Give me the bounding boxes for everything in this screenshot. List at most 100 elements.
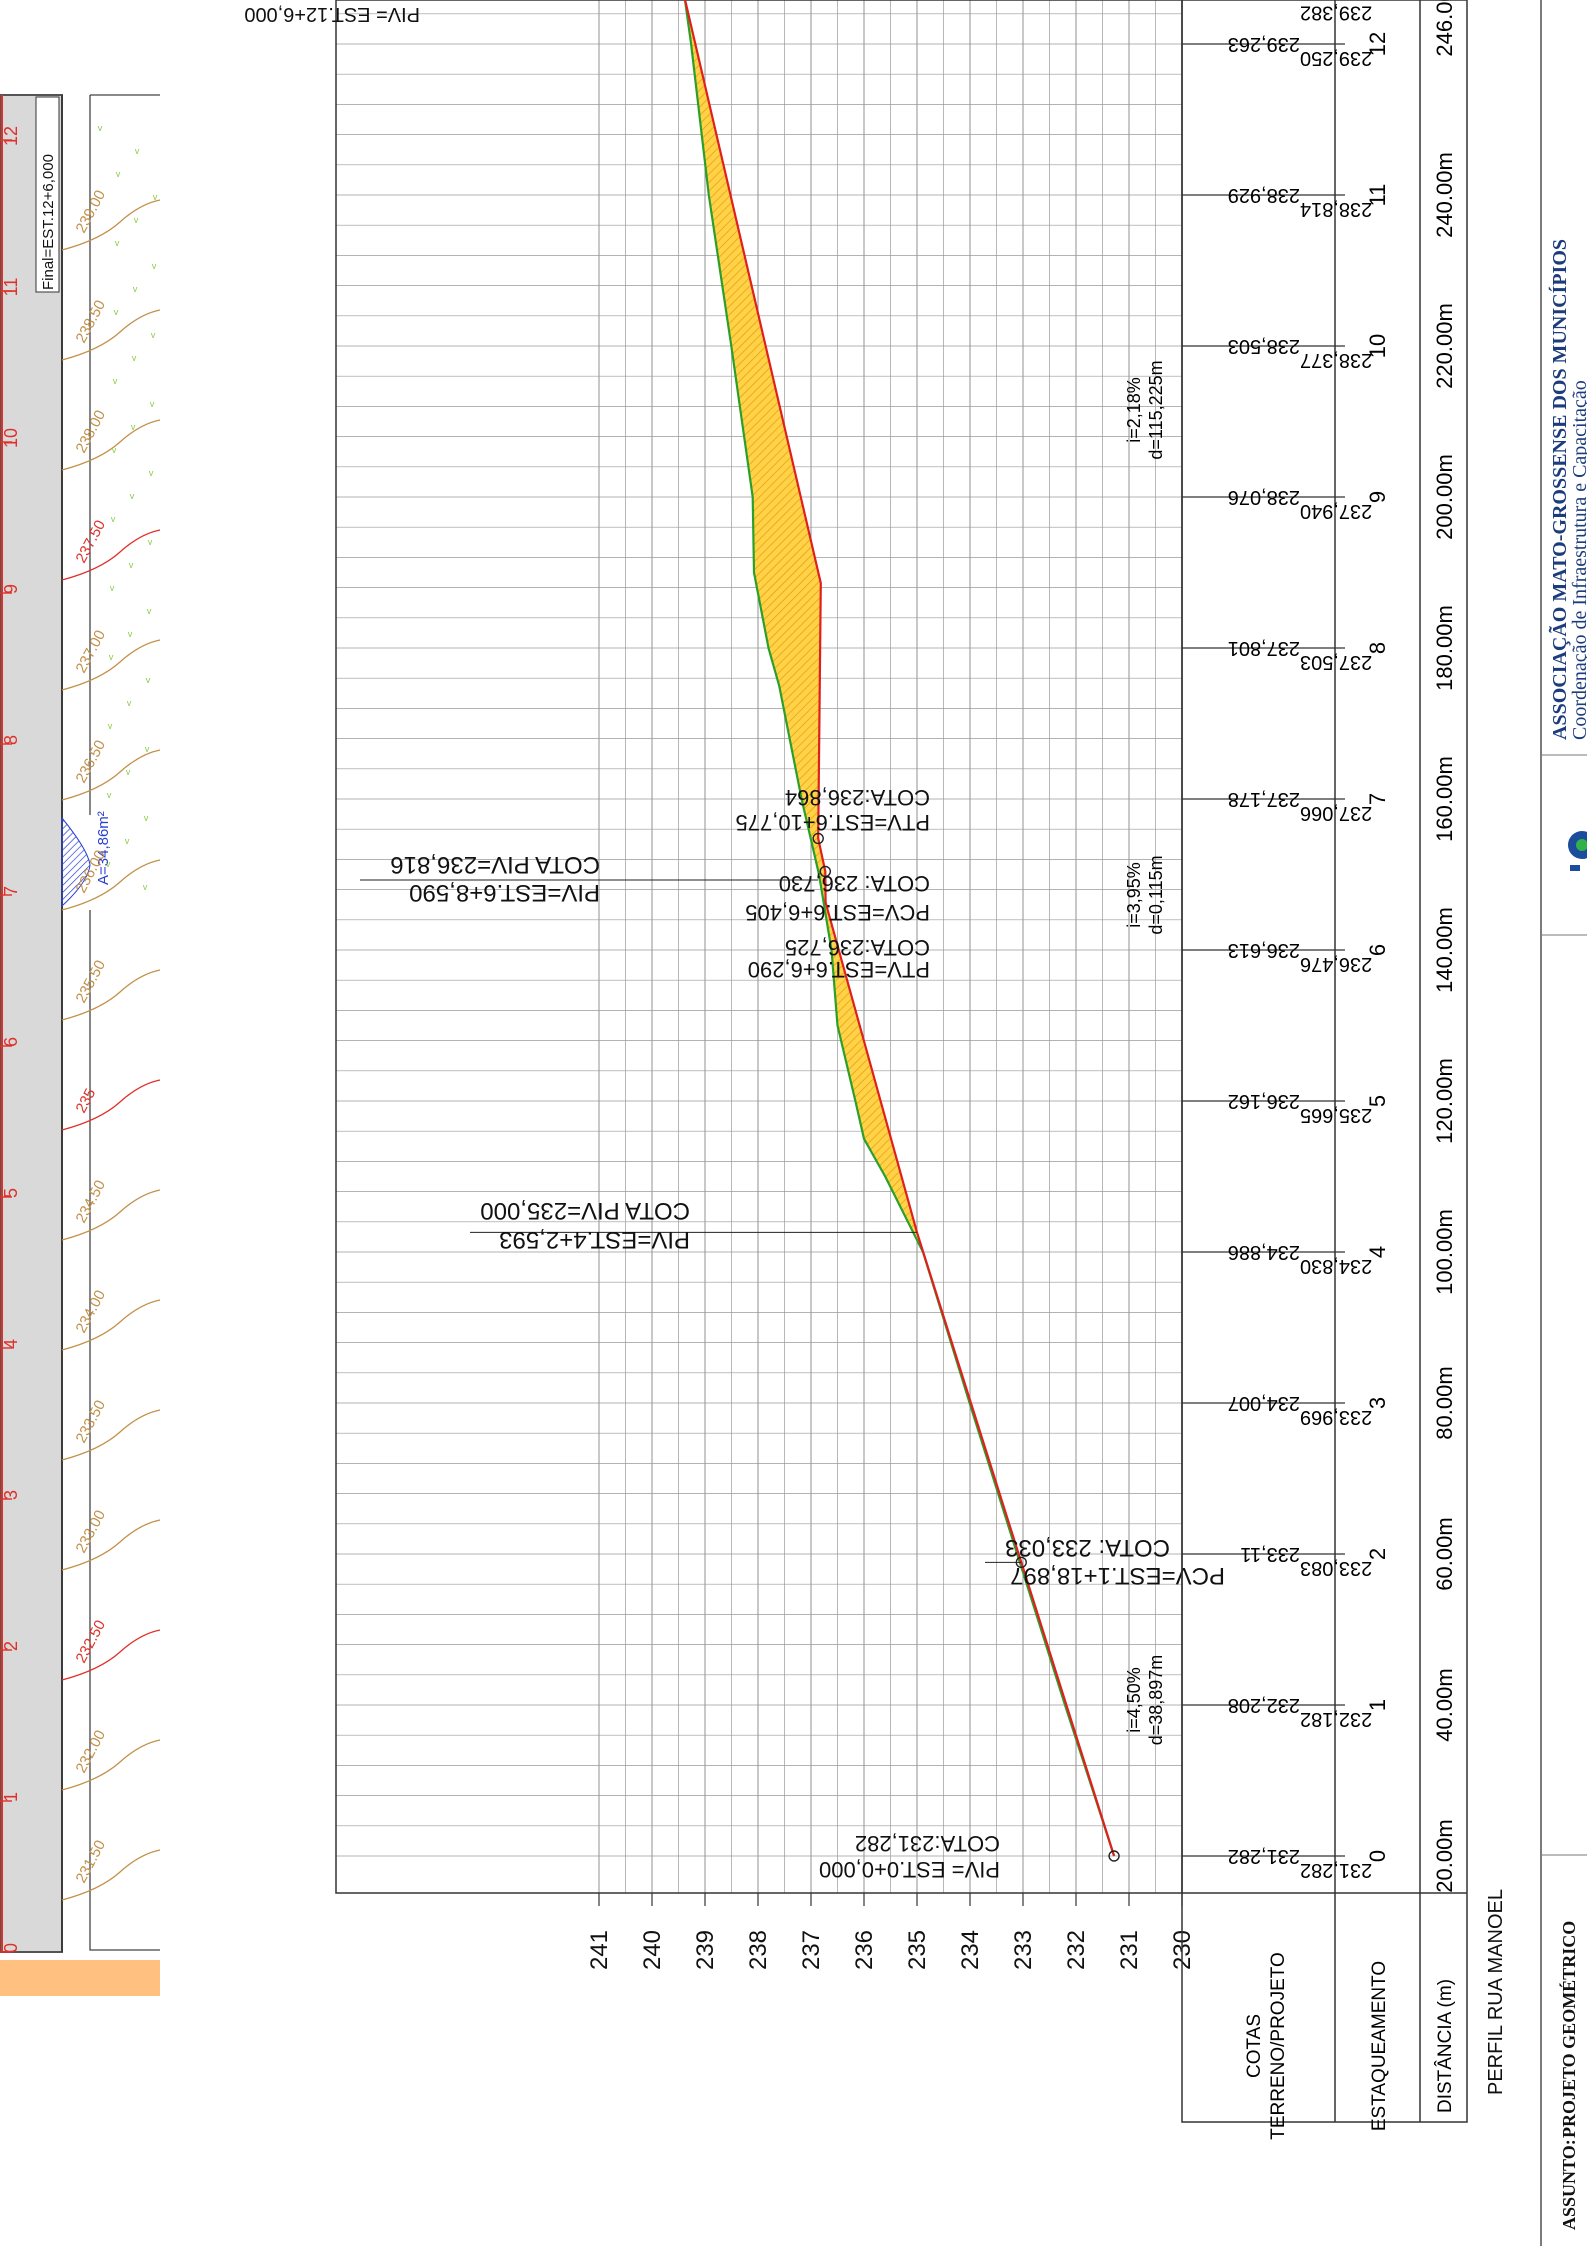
plan-station-label: 6	[1, 1037, 21, 1047]
contour-label: 239.00	[73, 187, 110, 236]
grass-mark: ᵥ	[114, 233, 120, 248]
contour-label: 236.50	[73, 737, 110, 786]
station-projeto: 237,940	[1300, 500, 1372, 522]
label-cota0: COTA:231,282	[855, 1831, 1000, 1856]
grass-mark: ᵥ	[146, 601, 152, 616]
elev-tick-label: 233	[1010, 1930, 1037, 1970]
grass-mark: ᵥ	[151, 256, 157, 271]
label-cota1: COTA: 233,033	[1005, 1534, 1170, 1561]
grass-mark: ᵥ	[128, 555, 134, 570]
plan-station-label: 0	[1, 1943, 21, 1953]
contour-label: 233.50	[73, 1397, 110, 1446]
distance-label: 240.00m	[1432, 152, 1457, 238]
elev-tick-label: 231	[1116, 1930, 1143, 1970]
grass-mark: ᵥ	[145, 670, 151, 685]
station-terreno: 238,503	[1228, 335, 1300, 357]
grass-mark: ᵥ	[130, 417, 136, 432]
contour-line	[61, 969, 161, 1021]
distance-label: 20.00m	[1432, 1819, 1457, 1892]
plan-view: A=34,86m² Final=EST.12+6,000 01234567891…	[0, 94, 161, 1996]
station-est: 11	[1365, 184, 1390, 207]
label-cota6c: COTA:236,864	[785, 785, 930, 810]
grass-mark: ᵥ	[124, 831, 130, 846]
plan-station-label: 7	[1, 886, 21, 896]
label-piv6: PIV=EST.6+8,590	[409, 879, 600, 906]
table-header-estaqueamento: ESTAQUEAMENTO	[1369, 1961, 1390, 2131]
subject-value: PROJETO GEOMÉTRICO	[1558, 1921, 1579, 2138]
plan-station-label: 3	[1, 1490, 21, 1500]
station-projeto: 232,182	[1300, 1708, 1372, 1730]
grass-mark: ᵥ	[97, 118, 103, 133]
label-cotapiv6: COTA PIV=236,816	[390, 851, 600, 878]
distance-label: 40.00m	[1432, 1668, 1457, 1741]
contour-label: 234.00	[73, 1287, 110, 1336]
station-projeto: 234,830	[1300, 1255, 1372, 1277]
distance-label: 246.00m	[1432, 0, 1457, 57]
grass-mark: ᵥ	[144, 739, 150, 754]
grass-mark: ᵥ	[132, 279, 138, 294]
grass-mark: ᵥ	[106, 785, 112, 800]
distance-label: 180.00m	[1432, 605, 1457, 691]
grass-mark: ᵥ	[113, 302, 119, 317]
label-ptv6a: PTV=EST.6+6,290	[748, 957, 930, 982]
ptv6b-point	[812, 832, 824, 845]
association-name: ASSOCIAÇÃO MATO-GROSSENSE DOS MUNICÍPIOS	[1548, 239, 1571, 740]
table-header-cotas-2: TERRENO/PROJETO	[1268, 1952, 1289, 2140]
grass-mark: ᵥ	[105, 854, 111, 869]
profile-table: COTAS TERRENO/PROJETO ESTAQUEAMENTO DIST…	[1181, 0, 1468, 2140]
distance-label: 220.00m	[1432, 303, 1457, 389]
subject-label: ASSUNTO:	[1559, 2139, 1579, 2230]
distance-label: 140.00m	[1432, 907, 1457, 993]
slope-length: d=0,115m	[1146, 855, 1166, 934]
label-pcv1: PCV=EST.1+18,897	[1010, 1562, 1225, 1589]
slope-grade: i=2,18%	[1124, 377, 1144, 443]
elev-tick-label: 238	[745, 1930, 772, 1970]
contour-line	[61, 309, 161, 361]
plan-station-label: 4	[1, 1339, 21, 1349]
contour-label: 237.50	[73, 517, 110, 566]
grass-mark: ᵥ	[112, 371, 118, 386]
label-cota6b: COTA: 236,730	[779, 871, 930, 896]
plan-station-label: 10	[1, 428, 21, 448]
elev-tick-label: 240	[639, 1930, 666, 1970]
station-est: 2	[1365, 1548, 1390, 1560]
station-terreno: 233,11	[1240, 1543, 1300, 1565]
station-terreno: 238,076	[1228, 486, 1300, 508]
station-projeto: 239,382	[1300, 2, 1372, 24]
distance-label: 80.00m	[1432, 1366, 1457, 1439]
station-projeto: 231,282	[1300, 1859, 1372, 1881]
plan-final-label: Final=EST.12+6,000	[40, 154, 57, 290]
contour-line	[61, 749, 161, 801]
contour-label: 232.00	[73, 1727, 110, 1776]
station-est: 10	[1365, 334, 1390, 358]
slope-length: d=38,897m	[1146, 1655, 1166, 1746]
station-projeto: 237,503	[1300, 651, 1372, 673]
station-est: 5	[1365, 1095, 1390, 1107]
station-terreno: 234,886	[1228, 1241, 1300, 1263]
plan-station-label: 11	[1, 278, 21, 297]
contour-line	[61, 639, 161, 691]
slope-length: d=115,225m	[1146, 360, 1166, 459]
distance-label: 60.00m	[1432, 1517, 1457, 1590]
elev-tick-label: 239	[692, 1930, 719, 1970]
grass-mark: ᵥ	[143, 808, 149, 823]
contour-line	[61, 1519, 161, 1571]
plan-station-label: 5	[1, 1188, 21, 1198]
plan-road-strip	[0, 94, 63, 1953]
profile-title: PERFIL RUA MANOEL	[1485, 1889, 1507, 2095]
grass-mark: ᵥ	[108, 647, 114, 662]
grass-mark: ᵥ	[107, 716, 113, 731]
station-projeto: 237,066	[1300, 802, 1372, 824]
design-line	[683, 0, 1116, 1857]
station-terreno: 237,178	[1228, 788, 1300, 810]
title-block: ASSOCIAÇÃO MATO-GROSSENSE DOS MUNICÍPIOS…	[1540, 0, 1587, 2246]
station-terreno: 238,929	[1228, 184, 1300, 206]
plan-contours: 231.50232.00232.50233.00233.50234.00234.…	[61, 187, 161, 1901]
grass-mark: ᵥ	[109, 578, 115, 593]
grass-mark: ᵥ	[126, 693, 132, 708]
label-piv4: PIV=EST.4+2,593	[499, 1226, 690, 1253]
